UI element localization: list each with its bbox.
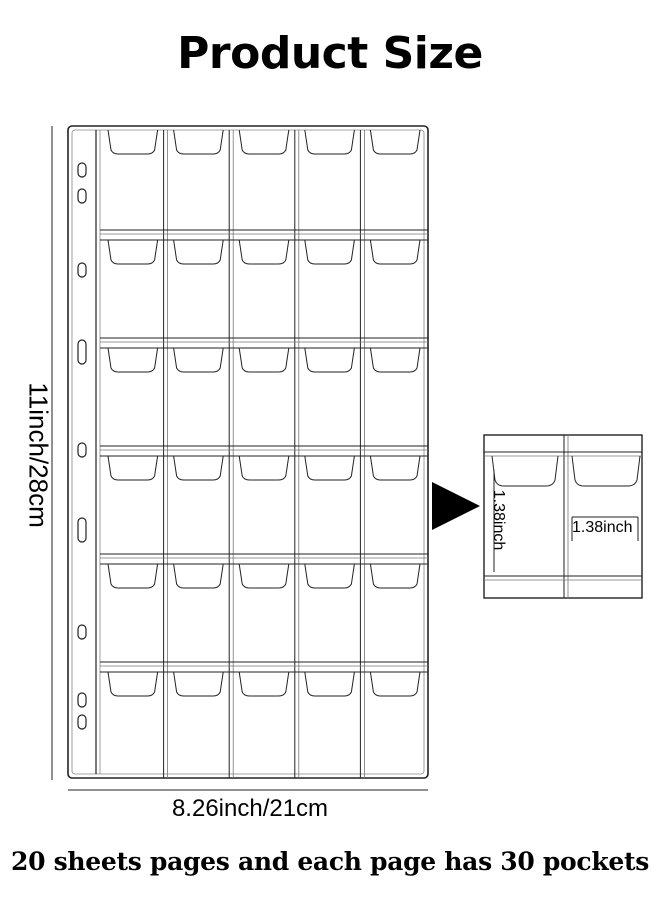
- pocket-flap: [173, 347, 224, 373]
- pocket-flap: [238, 239, 290, 265]
- pocket-flap: [369, 671, 421, 697]
- pocket-flap: [173, 563, 224, 589]
- pocket-flap: [304, 129, 355, 155]
- pocket-flap: [173, 239, 224, 265]
- pocket-flap: [238, 129, 290, 155]
- height-dimension: 11inch/28cm: [18, 130, 58, 780]
- sheet-inner-border: [71, 129, 425, 775]
- pocket-flap: [238, 347, 290, 373]
- pocket-flap: [107, 671, 159, 697]
- pocket-width-label: 1.38inch: [572, 519, 633, 536]
- pocket-flap: [304, 347, 355, 373]
- binder-hole: [77, 517, 87, 543]
- pocket-flap: [571, 455, 641, 487]
- pocket-height-dimension: 1.38inch: [488, 470, 508, 570]
- height-label: 11inch/28cm: [23, 382, 54, 528]
- arrow-right-icon: [432, 482, 480, 530]
- binder-hole: [77, 442, 87, 458]
- pocket-flap: [369, 455, 421, 481]
- pocket-flap: [304, 455, 355, 481]
- pocket-flap: [107, 347, 159, 373]
- pocket-flap: [369, 239, 421, 265]
- width-label: 8.26inch/21cm: [171, 795, 329, 822]
- binder-hole: [77, 262, 87, 278]
- sheet-outline: [67, 125, 429, 779]
- pocket-flap: [304, 239, 355, 265]
- binder-hole: [77, 624, 87, 640]
- pocket-flap: [238, 563, 290, 589]
- pocket-flap: [173, 455, 224, 481]
- pocket-flap: [173, 671, 224, 697]
- pocket-flap: [107, 129, 159, 155]
- pocket-flap: [107, 455, 159, 481]
- pocket-flap: [238, 455, 290, 481]
- pocket-flap: [369, 347, 421, 373]
- pocket-flap: [173, 129, 224, 155]
- pocket-flap: [491, 455, 559, 487]
- pocket-flap: [107, 563, 159, 589]
- pocket-flap: [304, 671, 355, 697]
- page-title: Product Size: [177, 28, 483, 79]
- pocket-flap: [107, 239, 159, 265]
- pocket-flap: [369, 563, 421, 589]
- binder-hole: [77, 339, 87, 365]
- pocket-flap: [369, 129, 421, 155]
- pocket-flap: [304, 563, 355, 589]
- footer-caption: 20 sheets pages and each page has 30 poc…: [11, 847, 649, 876]
- binder-hole: [77, 692, 87, 708]
- binder-hole: [77, 188, 87, 204]
- pocket-flap: [238, 671, 290, 697]
- binder-hole: [77, 714, 87, 730]
- pocket-height-label: 1.38inch: [490, 489, 507, 551]
- binder-hole: [77, 162, 87, 178]
